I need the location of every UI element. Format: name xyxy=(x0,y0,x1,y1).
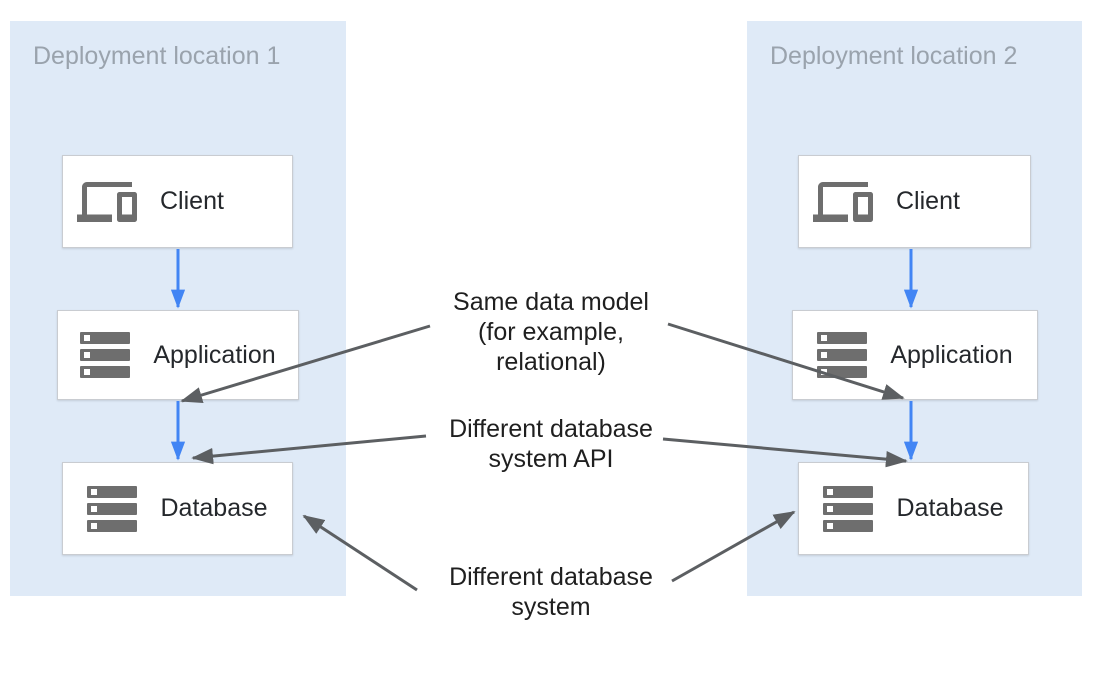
node-database-1: Database xyxy=(62,462,293,555)
storage-icon xyxy=(80,332,131,378)
annotation-line: Different database xyxy=(449,415,653,443)
panel-1-title: Deployment location 1 xyxy=(33,42,281,70)
node-label: Client xyxy=(160,187,224,215)
node-label: Application xyxy=(890,340,1013,369)
annotation-line: relational) xyxy=(496,348,606,376)
node-client-1: Client xyxy=(62,155,293,248)
node-label: Database xyxy=(896,494,1004,522)
panel-2-title: Deployment location 2 xyxy=(770,42,1018,70)
annotation-line: Different database xyxy=(449,563,653,591)
node-label: Application xyxy=(153,340,276,369)
annotation-same-data-model: Same data model (for example, relational… xyxy=(401,287,701,377)
annotation-different-database-api: Different database system API xyxy=(401,414,701,474)
node-application-1: Application xyxy=(57,310,299,400)
storage-icon xyxy=(817,332,868,378)
storage-icon xyxy=(823,485,874,532)
annotation-different-database-system: Different database system xyxy=(401,562,701,622)
devices-icon xyxy=(813,181,873,222)
devices-icon xyxy=(77,181,137,222)
node-database-2: Database xyxy=(798,462,1029,555)
annotation-line: (for example, xyxy=(478,318,624,346)
annotation-line: Same data model xyxy=(453,288,649,316)
node-label: Database xyxy=(160,494,268,522)
node-label: Client xyxy=(896,187,960,215)
annotation-line: system xyxy=(511,593,591,621)
storage-icon xyxy=(87,485,138,532)
node-client-2: Client xyxy=(798,155,1031,248)
annotation-line: system API xyxy=(488,445,614,473)
node-application-2: Application xyxy=(792,310,1038,400)
